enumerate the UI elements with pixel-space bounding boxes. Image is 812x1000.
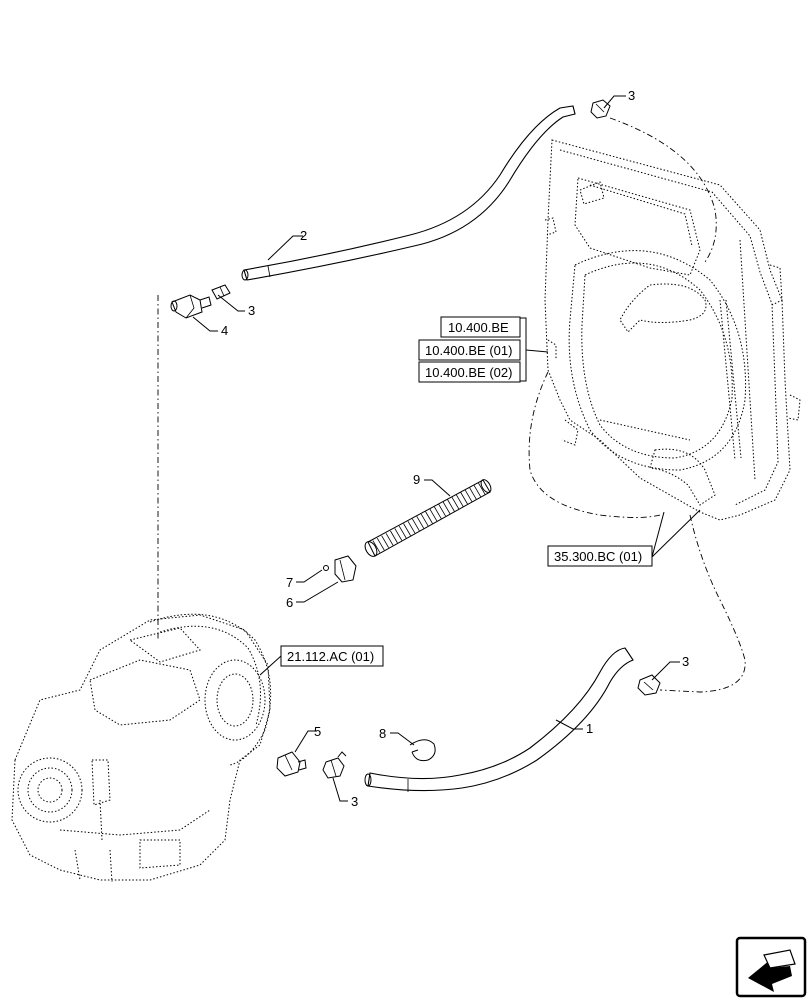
sleeve-rib xyxy=(477,482,486,495)
corrugated-sleeve-9 xyxy=(364,479,492,557)
sleeve-rib xyxy=(460,491,468,505)
sleeve-rib xyxy=(403,523,411,536)
sleeve-rib xyxy=(372,540,381,553)
callout-6: 6 xyxy=(286,595,293,610)
transmission-assembly xyxy=(11,613,272,883)
sleeve-rib xyxy=(390,530,398,544)
ref-10-400-be[interactable]: 10.400.BE xyxy=(448,320,509,335)
fitting-lower xyxy=(322,751,347,779)
sleeve-rib xyxy=(464,489,473,502)
clip-6 xyxy=(334,555,357,583)
callout-3-lower: 3 xyxy=(351,794,358,809)
sleeve-rib xyxy=(451,496,460,510)
hose-clamp-lower xyxy=(637,674,661,696)
sleeve-rib xyxy=(381,535,389,548)
sleeve-rib xyxy=(447,499,455,512)
callout-5: 5 xyxy=(314,724,321,739)
connector-fitting-5 xyxy=(276,751,307,777)
sleeve-rib xyxy=(438,504,446,517)
callout-7: 7 xyxy=(286,575,293,590)
ref-box-21-112-ac-01 xyxy=(280,645,384,667)
fitting-upper xyxy=(211,284,231,300)
elbow-fitting-4 xyxy=(170,294,212,319)
callout-8: 8 xyxy=(379,726,386,741)
ref-21-112-ac-01[interactable]: 21.112.AC (01) xyxy=(287,649,374,664)
sleeve-rib xyxy=(429,508,438,522)
callout-3-top: 3 xyxy=(628,88,635,103)
assembly-centerlines xyxy=(157,117,746,693)
callout-4: 4 xyxy=(221,323,228,338)
sleeve-rib xyxy=(473,484,482,498)
cable-tie-8 xyxy=(409,739,436,762)
sleeve-rib xyxy=(412,518,420,531)
hose-2 xyxy=(241,105,576,281)
hose-1 xyxy=(364,647,634,792)
callout-1: 1 xyxy=(586,721,593,736)
leader-lines xyxy=(192,95,701,802)
sleeve-rib xyxy=(420,513,429,527)
sleeve-rib xyxy=(469,487,477,500)
reference-boxes: 10.400.BE 10.400.BE (01) 10.400.BE (02) … xyxy=(280,316,653,667)
ref-box-10-400-be-01 xyxy=(418,339,521,361)
callout-labels: 3 2 3 4 3 1 5 8 3 9 7 6 xyxy=(221,88,689,809)
ref-10-400-be-02[interactable]: 10.400.BE (02) xyxy=(425,365,512,380)
callout-2: 2 xyxy=(300,228,307,243)
sleeve-rib xyxy=(433,506,442,519)
ref-box-10-400-be-02 xyxy=(418,361,521,383)
callout-9: 9 xyxy=(413,472,420,487)
callout-3-upper: 3 xyxy=(248,303,255,318)
sleeve-rib xyxy=(398,525,407,539)
ref-box-35-300-bc-01 xyxy=(547,545,653,567)
sleeve-rib xyxy=(407,520,416,534)
radiator-assembly xyxy=(544,139,801,521)
next-page-arrow-icon[interactable] xyxy=(735,936,807,998)
ref-35-300-bc-01[interactable]: 35.300.BC (01) xyxy=(554,549,642,564)
ref-10-400-be-01[interactable]: 10.400.BE (01) xyxy=(425,343,512,358)
pin-7 xyxy=(323,565,329,571)
sleeve-rib xyxy=(455,494,464,507)
sleeve-rib xyxy=(376,537,385,551)
sleeve-rib xyxy=(416,516,425,529)
hose-clamp-top xyxy=(590,99,611,119)
ref-box-10-400-be xyxy=(440,316,521,338)
callout-3-lower-right: 3 xyxy=(682,654,689,669)
sleeve-rib xyxy=(442,501,451,515)
sleeve-rib xyxy=(394,528,403,541)
sleeve-rib xyxy=(385,533,394,546)
sleeve-rib xyxy=(425,511,433,524)
